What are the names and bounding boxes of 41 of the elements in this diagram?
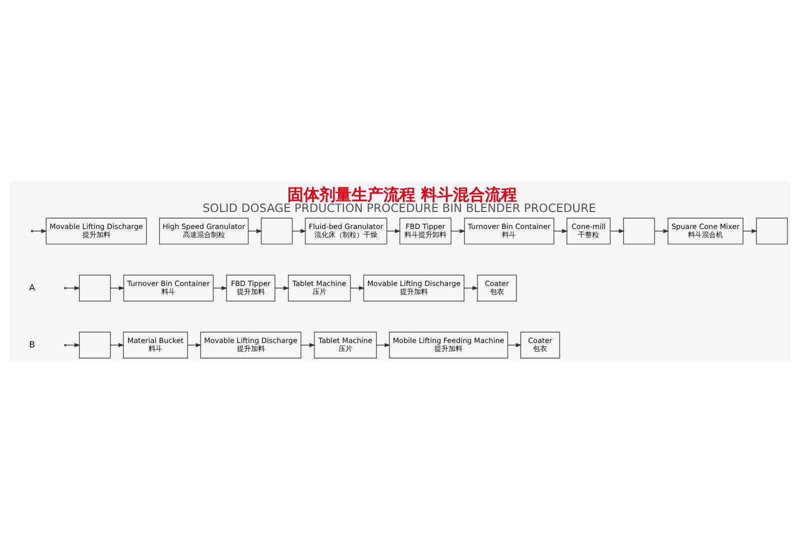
arrow xyxy=(213,286,228,290)
node-box: Tablet Machine 压片 xyxy=(288,274,351,301)
caption: SOLID DOSAGE PRDUCTION PROCEDURE BIN BLENDER PROCEDURE xyxy=(202,200,596,215)
node-box: High Speed Granulator 高速混合制粒 xyxy=(159,217,249,244)
arrow xyxy=(554,228,568,233)
arrow xyxy=(248,228,262,233)
node-box: FBD Tipper 提升加料 xyxy=(226,274,276,301)
node-box: Movable Lifting Discharge 提升加料 xyxy=(46,217,147,244)
arrow xyxy=(66,286,80,290)
node-box: Coater 包衣 xyxy=(477,274,517,301)
node-box: Material Bucket 料斗 xyxy=(123,331,188,358)
node-box: FBD Tipper 料斗提升卸料 xyxy=(399,217,452,244)
arrow xyxy=(32,228,48,233)
label: A xyxy=(29,282,36,293)
arrow xyxy=(654,228,670,233)
node-box: Cone-mill 干整粒 xyxy=(566,217,611,244)
arrow xyxy=(350,286,365,290)
arrow xyxy=(610,228,625,233)
node-box: Turnover Bin Container 料斗 xyxy=(123,274,214,301)
label: B xyxy=(29,340,36,350)
node-box: Coater 包衣 xyxy=(520,331,560,358)
node-box: Mobile Lifting Feeding Machine 提升加料 xyxy=(389,331,508,358)
arrow xyxy=(292,228,306,233)
node-box: Fluid-bed Granulator 流化床（制粒）干燥 xyxy=(304,217,388,244)
node-box: Spuare Cone Mixer 料斗混合机 xyxy=(668,217,744,244)
node-box xyxy=(623,217,655,244)
node-box: Movable Lifting Discharge 提升加料 xyxy=(200,331,302,358)
node-box: Turnover Bin Container 料斗 xyxy=(464,217,554,244)
arrow xyxy=(464,286,478,290)
node-box xyxy=(260,217,293,244)
node-box: Movable Lifting Discharge 提升加料 xyxy=(363,274,464,301)
arrow xyxy=(450,228,466,233)
node-box xyxy=(79,331,111,358)
diagram-title: 固体剂量生产流程 料斗混合流程 xyxy=(287,184,517,204)
arrow xyxy=(110,286,125,290)
node-box: Tablet Machine 压片 xyxy=(314,331,377,358)
node-box xyxy=(79,274,111,301)
node-box xyxy=(756,217,788,244)
arrow xyxy=(386,228,401,233)
arrow xyxy=(274,286,290,290)
arrow xyxy=(742,228,758,233)
